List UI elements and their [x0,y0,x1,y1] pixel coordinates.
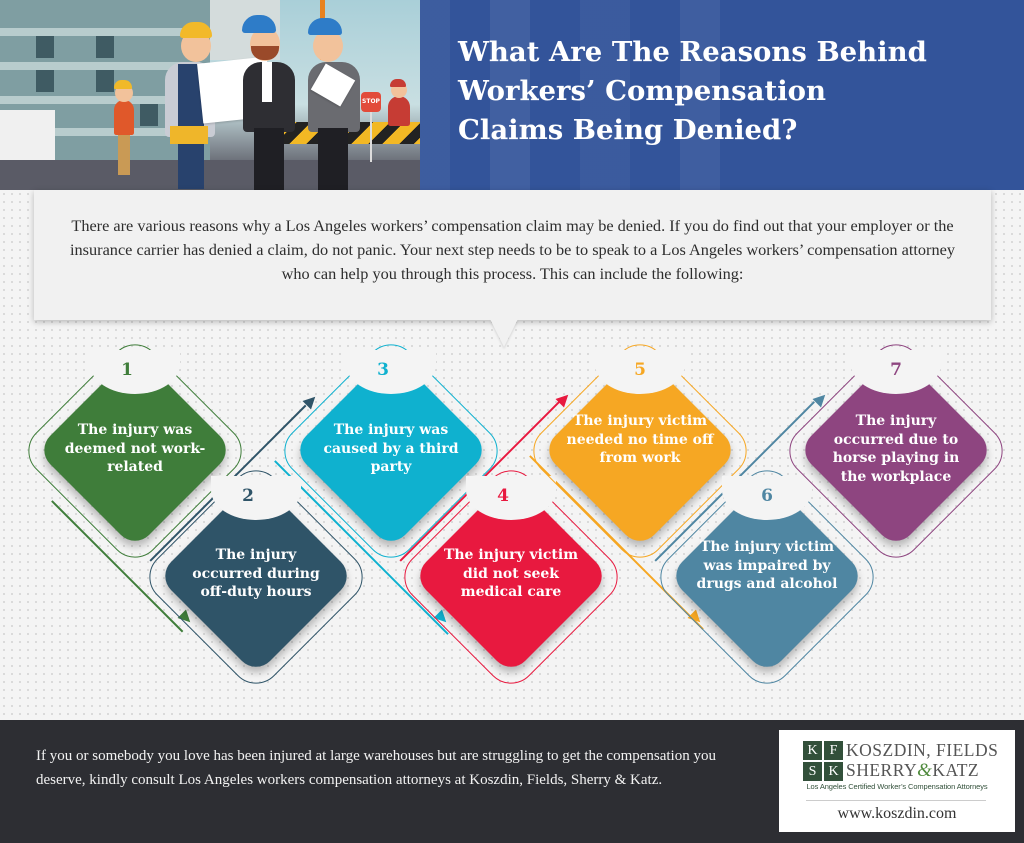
firm-name-line2: SHERRY&KATZ [846,760,980,781]
header-illustration: STOP [0,0,420,190]
stop-sign: STOP [361,92,381,112]
logo-monogram: K F S K [803,741,843,781]
reason-text: The injury occurred due to horse playing… [832,413,960,485]
page-title: What Are The Reasons Behind Workers’ Com… [458,36,927,146]
reason-number: 6 [761,486,773,506]
firm-tagline: Los Angeles Certified Worker’s Compensat… [806,782,988,791]
intro-card [34,190,991,320]
reason-text: The injury victim did not seek medical c… [443,547,579,600]
header-banner [420,0,1024,190]
firm-website-link[interactable]: www.koszdin.com [837,805,957,822]
logo-divider [806,800,986,801]
footer-text: If you or somebody you love has been inj… [36,748,716,788]
ground [0,160,420,190]
reason-text: The injury was caused by a third party [323,422,459,475]
reason-text: The injury victim was impaired by drugs … [696,539,838,592]
reason-number: 4 [497,486,509,506]
intro-pointer [490,319,518,347]
reason-number: 7 [890,360,902,380]
firm-name-line1: KOSZDIN, FIELDS [846,740,999,760]
reason-text: The injury victim needed no time off fro… [566,413,714,466]
intro-text: There are various reasons why a Los Ange… [70,216,955,283]
reason-text: The injury occurred during off-duty hour… [192,547,320,600]
reason-number: 5 [634,360,646,380]
reason-number: 2 [242,486,254,506]
reason-text: The injury was deemed not work-related [64,422,206,475]
reason-number: 1 [121,360,133,380]
reason-number: 3 [377,360,389,380]
